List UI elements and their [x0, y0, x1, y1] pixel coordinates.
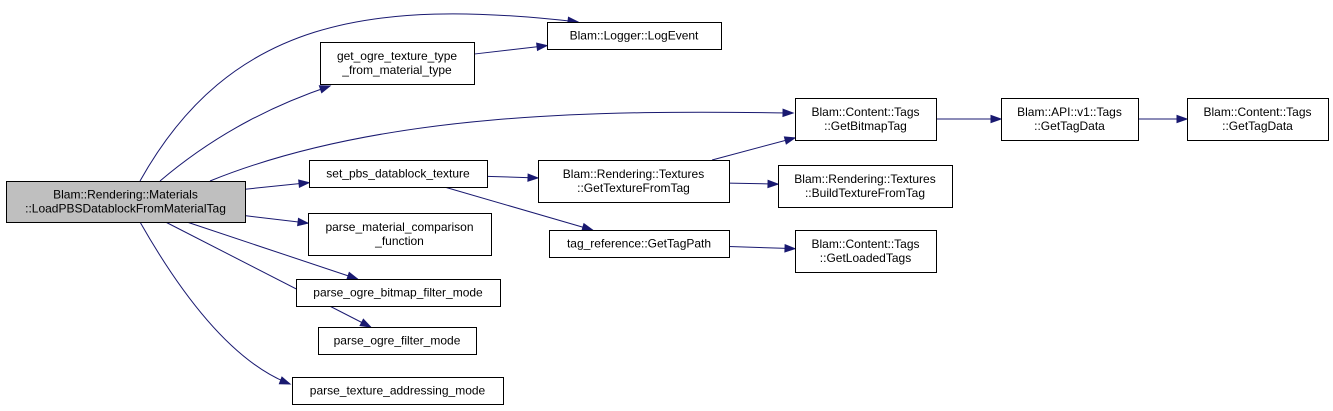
edge-setpbs-to-gettexture-arrowhead: [527, 173, 540, 182]
node-label: ::BuildTextureFromTag: [805, 186, 925, 200]
edge-root-to-addressing-arrowhead: [278, 376, 292, 385]
node-label: Blam::Content::Tags: [811, 105, 919, 119]
edge-root-to-gettype: [159, 85, 331, 182]
edge-setpbs-to-tagpath-arrowhead: [581, 222, 594, 232]
edge-gettype-to-logevent-arrowhead: [536, 42, 549, 52]
node-box: [292, 377, 504, 405]
node-label: ::GetBitmapTag: [824, 119, 907, 133]
node-label: Blam::Rendering::Materials: [53, 188, 198, 202]
edge-root-to-setpbs: [244, 182, 310, 190]
node-label: parse_texture_addressing_mode: [310, 384, 486, 398]
nodes-layer: Blam::Rendering::Materials::LoadPBSDatab…: [6, 22, 1329, 405]
node-box: [1001, 98, 1139, 141]
edge-root-to-getbitmap: [209, 111, 794, 182]
edge-root-to-filtermode: [165, 221, 371, 328]
node-box: [308, 213, 492, 256]
edge-root-to-parsecomparison: [244, 215, 309, 224]
node-label: Blam::Logger::LogEvent: [570, 29, 699, 43]
edge-getbitmap-to-apitagdata-arrowhead: [990, 114, 1003, 124]
node-box: [795, 230, 937, 273]
edge-gettype-to-logevent: [473, 45, 548, 55]
node-contenttagdata[interactable]: Blam::Content::Tags::GetTagData: [1187, 98, 1329, 141]
node-getbitmap[interactable]: Blam::Content::Tags::GetBitmapTag: [795, 98, 937, 141]
edges-layer: [139, 13, 1189, 385]
edge-apitagdata-to-contenttagdata-arrowhead: [1176, 114, 1189, 124]
node-filtermode[interactable]: parse_ogre_filter_mode: [318, 327, 477, 355]
edge-gettexture-to-getbitmap-arrowhead: [783, 136, 797, 145]
node-box: [778, 165, 953, 208]
node-label: ::GetTagData: [1222, 119, 1293, 133]
node-label: ::LoadPBSDatablockFromMaterialTag: [25, 202, 226, 216]
node-setpbs[interactable]: set_pbs_datablock_texture: [309, 160, 488, 188]
node-label: parse_material_comparison: [325, 220, 473, 234]
node-box: [6, 181, 246, 223]
node-buildtexture[interactable]: Blam::Rendering::Textures::BuildTextureF…: [778, 165, 953, 208]
node-label: set_pbs_datablock_texture: [326, 167, 470, 181]
node-label: parse_ogre_bitmap_filter_mode: [313, 286, 483, 300]
node-label: Blam::API::v1::Tags: [1017, 105, 1122, 119]
node-gettype[interactable]: get_ogre_texture_type_from_material_type: [320, 42, 475, 85]
node-addressing[interactable]: parse_texture_addressing_mode: [292, 377, 504, 405]
node-label: Blam::Rendering::Textures: [794, 172, 935, 186]
node-label: tag_reference::GetTagPath: [567, 237, 711, 251]
edge-tagpath-to-loadedtags: [728, 245, 796, 250]
node-box: [318, 327, 477, 355]
node-bitmapfilter[interactable]: parse_ogre_bitmap_filter_mode: [296, 279, 501, 307]
node-label: _function: [374, 234, 424, 248]
edge-root-to-setpbs-arrowhead: [298, 179, 311, 189]
node-logevent[interactable]: Blam::Logger::LogEvent: [547, 22, 722, 50]
edge-root-to-addressing: [139, 221, 291, 385]
node-box: [296, 279, 501, 307]
edge-root-to-bitmapfilter-arrowhead: [346, 271, 359, 280]
node-label: get_ogre_texture_type: [337, 49, 457, 63]
node-box: [320, 42, 475, 85]
node-label: Blam::Content::Tags: [811, 237, 919, 251]
edge-setpbs-to-tagpath: [444, 186, 593, 231]
edge-root-to-filtermode-arrowhead: [359, 318, 372, 328]
edge-gettexture-to-getbitmap: [711, 137, 796, 161]
node-root[interactable]: Blam::Rendering::Materials::LoadPBSDatab…: [6, 181, 246, 223]
edge-root-to-logevent: [139, 13, 579, 182]
node-box: [538, 160, 730, 203]
node-parsecomparison[interactable]: parse_material_comparison_function: [308, 213, 492, 256]
edge-tagpath-to-loadedtags-arrowhead: [784, 244, 797, 253]
node-label: Blam::Content::Tags: [1203, 105, 1311, 119]
node-label: ::GetTagData: [1034, 119, 1105, 133]
edge-root-to-gettype-arrowhead: [318, 85, 332, 94]
node-box: [309, 160, 488, 188]
edge-root-to-getbitmap-arrowhead: [782, 108, 795, 118]
node-box: [795, 98, 937, 141]
edge-root-to-parsecomparison-arrowhead: [297, 217, 310, 227]
node-gettexture[interactable]: Blam::Rendering::Textures::GetTextureFro…: [538, 160, 730, 203]
node-label: parse_ogre_filter_mode: [334, 334, 461, 348]
node-apitagdata[interactable]: Blam::API::v1::Tags::GetTagData: [1001, 98, 1139, 141]
node-loadedtags[interactable]: Blam::Content::Tags::GetLoadedTags: [795, 230, 937, 273]
node-label: ::GetTextureFromTag: [577, 181, 690, 195]
node-label: ::GetLoadedTags: [820, 251, 911, 265]
node-box: [547, 22, 722, 50]
node-tagpath[interactable]: tag_reference::GetTagPath: [549, 230, 730, 258]
node-box: [549, 230, 730, 258]
edge-root-to-bitmapfilter: [186, 221, 358, 280]
edge-gettexture-to-buildtexture-arrowhead: [767, 179, 780, 189]
node-label: Blam::Rendering::Textures: [563, 167, 704, 181]
node-box: [1187, 98, 1329, 141]
node-label: _from_material_type: [341, 63, 452, 77]
